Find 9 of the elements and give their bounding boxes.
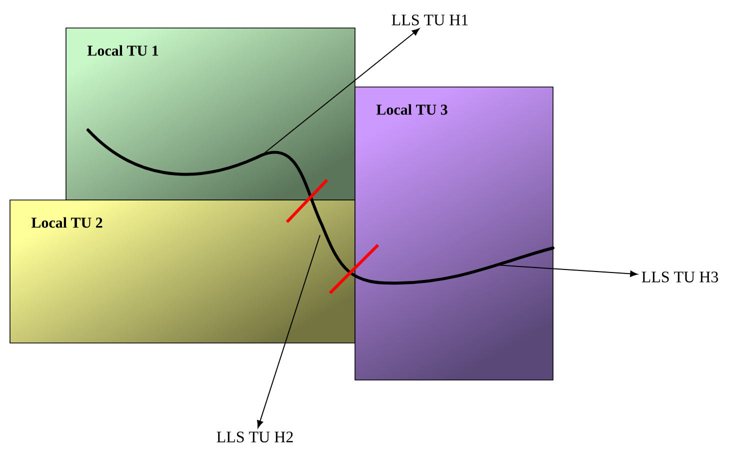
leader-arrow (262, 28, 420, 156)
callout-label: LLS TU H3 (642, 272, 718, 282)
leader-arrow (257, 234, 320, 428)
region-box: Local TU 2 (10, 200, 356, 344)
leader-arrow (496, 264, 638, 277)
region-box: Local TU 1 (66, 28, 356, 200)
region-box: Local TU 3 (354, 86, 554, 380)
callout-label: LLS TU H2 (216, 432, 293, 442)
callout-label: LLS TU H1 (392, 14, 468, 26)
